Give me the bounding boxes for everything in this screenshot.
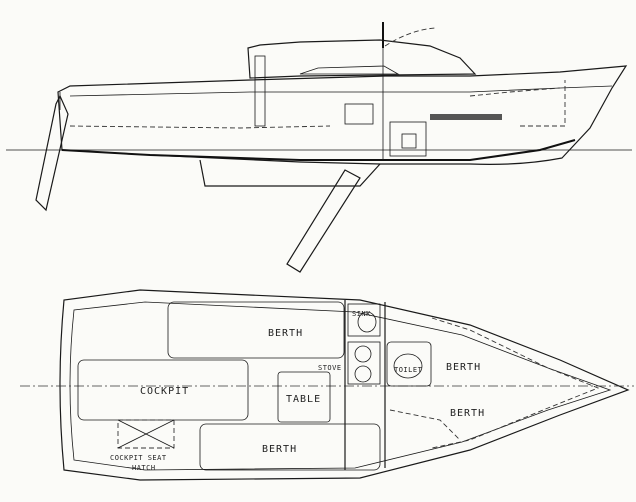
sink-counter	[347, 303, 381, 337]
rudder	[35, 94, 69, 212]
label-berth-fwd-2: BERTH	[450, 408, 485, 419]
label-berth-upper: BERTH	[268, 328, 303, 339]
label-toilet: TOILET	[394, 366, 423, 374]
profile-view	[6, 22, 632, 273]
label-cockpit-seat-2: HATCH	[132, 464, 156, 472]
cockpit-seat-hatch	[117, 419, 175, 449]
inner-outline	[69, 301, 612, 471]
berth-lower	[199, 423, 381, 471]
hull-outline	[57, 65, 628, 165]
berth-upper	[167, 301, 345, 359]
head-area	[386, 341, 432, 387]
hatch-swing	[384, 27, 436, 47]
boot-stripe	[61, 139, 576, 161]
label-berth-lower: BERTH	[262, 444, 297, 455]
settee-line	[69, 125, 331, 129]
v-berth-outline	[431, 317, 600, 449]
deck-outline	[59, 289, 630, 481]
head-compartment	[389, 121, 427, 157]
forward-bulkhead	[520, 80, 566, 127]
plan-view: BERTH BERTH BERTH BERTH COCKPIT TABLE ST…	[20, 289, 634, 481]
galley-stove-profile	[344, 103, 374, 125]
cabin-trunk	[247, 39, 477, 79]
label-stove: STOVE	[318, 364, 342, 372]
keel-stub	[199, 159, 381, 187]
toilet-profile	[401, 133, 417, 149]
v-berth-shelf	[430, 114, 502, 120]
label-table: TABLE	[286, 394, 321, 405]
hatch-cross-2	[117, 419, 175, 449]
label-berth-fwd-1: BERTH	[446, 362, 481, 373]
table-outline	[277, 371, 331, 423]
sink-basin	[357, 311, 377, 333]
label-cockpit-seat-1: COCKPIT SEAT	[110, 454, 167, 462]
interior-sheer	[469, 87, 561, 97]
v-berth-insert	[389, 409, 461, 441]
centerboard	[286, 169, 361, 273]
label-sink: SINK	[352, 310, 371, 318]
companionway	[254, 55, 266, 127]
stove-counter	[347, 341, 381, 385]
burner-2	[354, 365, 372, 383]
label-cockpit: COCKPIT	[140, 386, 189, 397]
burner-1	[354, 345, 372, 363]
sheer-line	[69, 85, 613, 97]
cabin-window	[299, 65, 400, 75]
toilet-bowl	[393, 353, 423, 379]
